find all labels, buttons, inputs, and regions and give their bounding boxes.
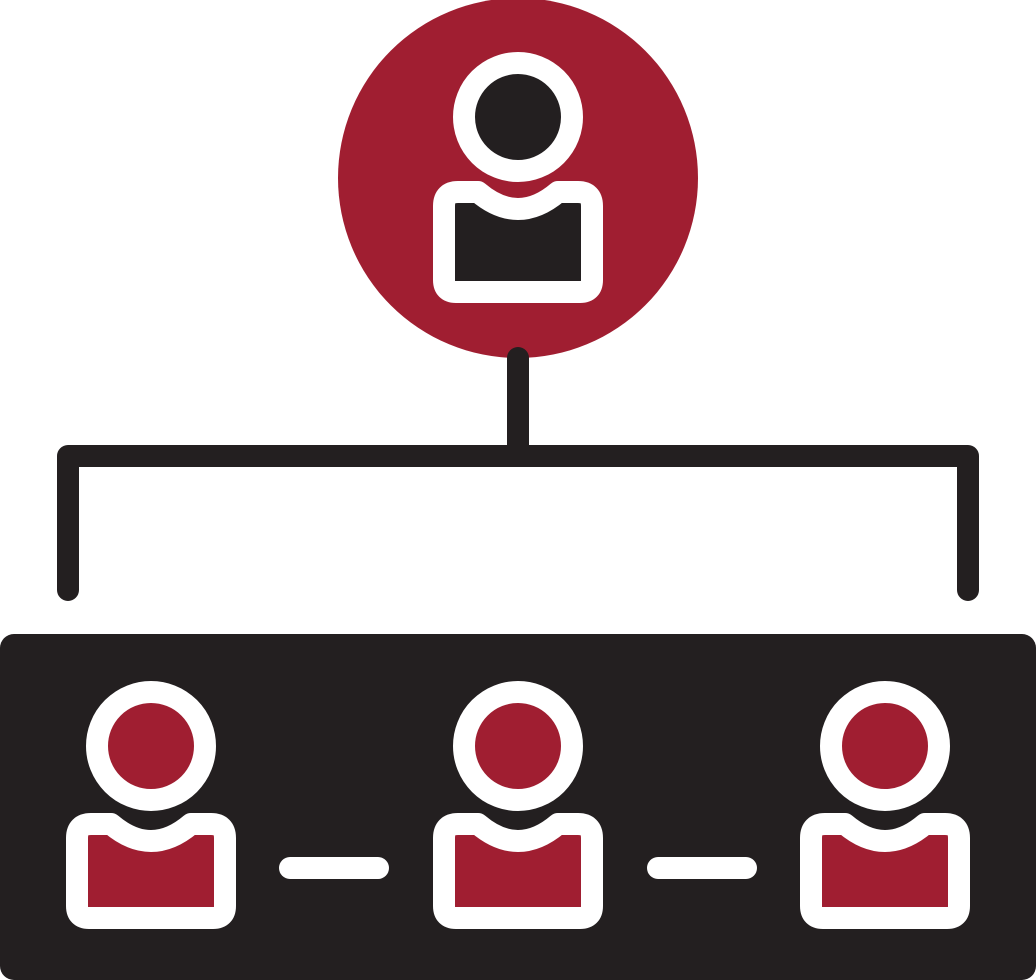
- team-member-avatar-icon: [66, 681, 236, 929]
- manager-body: [433, 181, 603, 303]
- member-head: [820, 681, 950, 811]
- member-body: [66, 813, 236, 929]
- team-member-avatar-icon: [800, 681, 970, 929]
- manager-avatar-icon: [433, 52, 603, 303]
- member-body: [800, 813, 970, 929]
- team-member-avatar-icon: [433, 681, 603, 929]
- hierarchy-connectors: [57, 347, 979, 601]
- member-head: [86, 681, 216, 811]
- member-head: [453, 681, 583, 811]
- connector-horizontal-bracket: [57, 445, 979, 601]
- manager-head: [453, 52, 583, 182]
- team-panel: [0, 634, 1036, 980]
- member-body: [433, 813, 603, 929]
- manager-node: [338, 0, 698, 358]
